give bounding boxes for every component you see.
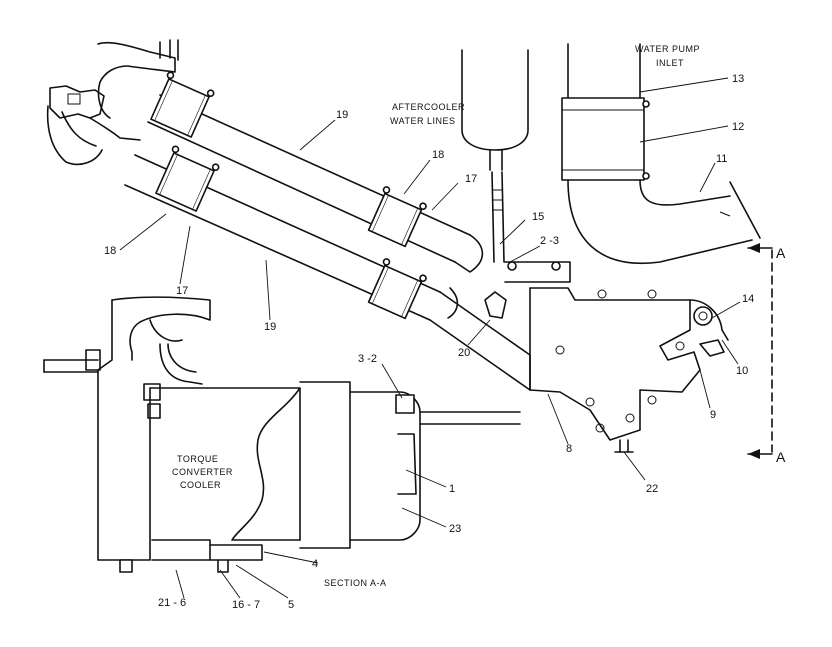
- caption-torque: TORQUE: [177, 454, 218, 464]
- callout-5: 5: [288, 599, 294, 611]
- callout-22: 22: [646, 483, 658, 495]
- aftercooler-line: [461, 49, 529, 263]
- callout-12: 12: [732, 121, 744, 133]
- callout-1: 1: [449, 483, 455, 495]
- callout-14: 14: [742, 293, 754, 305]
- section-mark-top: A: [776, 245, 786, 261]
- callout-18-top: 18: [432, 149, 444, 161]
- caption-water-pump: WATER PUMP: [635, 44, 700, 54]
- callout-21-6: 21 - 6: [158, 597, 186, 609]
- caption-water-lines: WATER LINES: [390, 116, 456, 126]
- callout-13: 13: [732, 73, 744, 85]
- caption-converter: CONVERTER: [172, 467, 233, 477]
- callout-23: 23: [449, 523, 461, 535]
- callout-15: 15: [532, 211, 544, 223]
- caption-inlet: INLET: [656, 58, 684, 68]
- water-pump-elbow: [561, 43, 761, 264]
- bracket-assembly: [484, 261, 729, 453]
- callout-18-left: 18: [104, 245, 116, 257]
- callout-2-3: 2 -3: [540, 235, 559, 247]
- callout-8: 8: [566, 443, 572, 455]
- hose-clamp-set: [150, 71, 427, 320]
- callout-4: 4: [312, 558, 318, 570]
- callout-19-bottom: 19: [264, 321, 276, 333]
- callout-3-2: 3 -2: [358, 353, 377, 365]
- torque-converter-cooler: [43, 296, 521, 573]
- caption-cooler: COOLER: [180, 480, 221, 490]
- caption-section: SECTION A-A: [324, 578, 387, 588]
- callout-11: 11: [716, 153, 727, 165]
- callout-20: 20: [458, 347, 470, 359]
- callout-19-top: 19: [336, 109, 348, 121]
- callout-9: 9: [710, 409, 716, 421]
- section-line: [747, 243, 773, 459]
- section-mark-bottom: A: [776, 449, 786, 465]
- callout-17-left: 17: [176, 285, 188, 297]
- caption-aftercooler: AFTERCOOLER: [392, 102, 465, 112]
- callout-17-top: 17: [465, 173, 477, 185]
- leader-lines: [119, 77, 741, 599]
- callout-16-7: 16 - 7: [232, 599, 260, 611]
- callout-10: 10: [736, 365, 748, 377]
- engine-block-outline: [46, 39, 179, 166]
